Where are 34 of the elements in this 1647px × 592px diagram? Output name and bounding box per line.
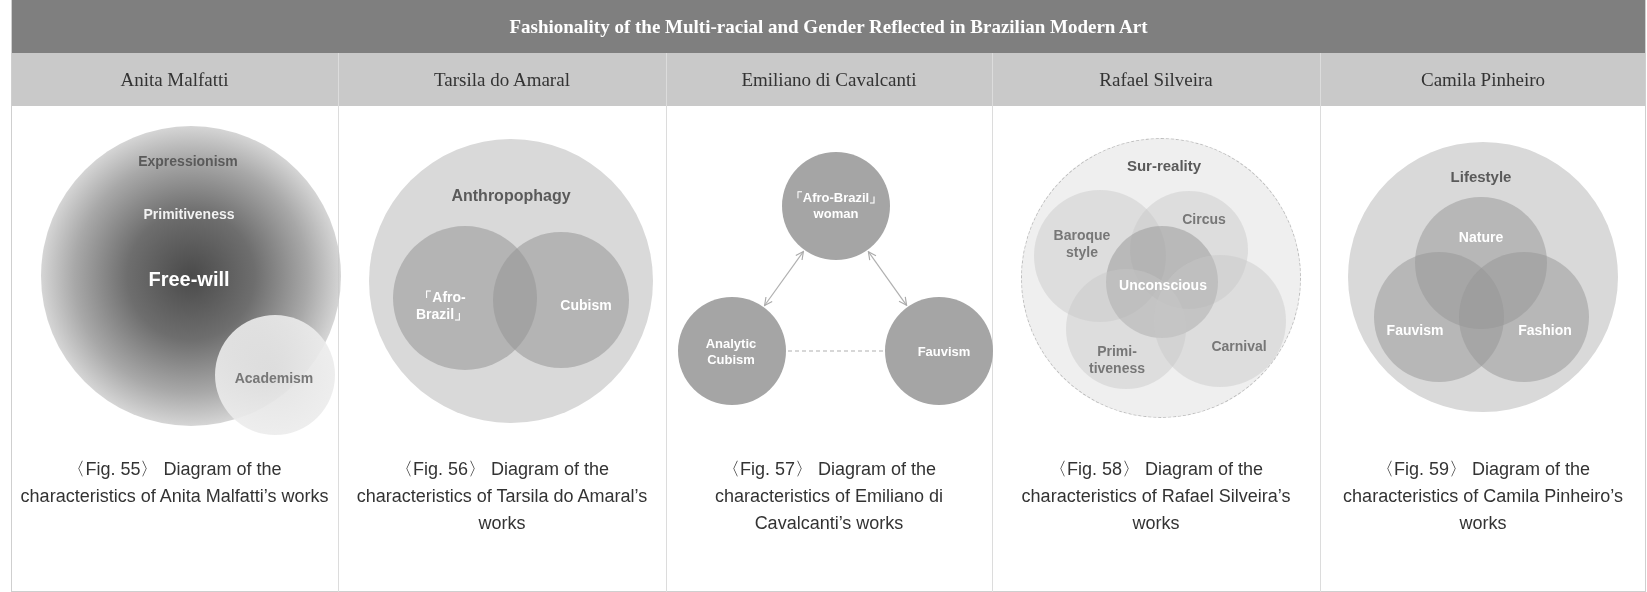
concept-label: Anthropophagy [451, 185, 571, 205]
figure-caption: 〈Fig. 59〉 Diagram of the characteristics of Camila Pinheiro’s works [1342, 458, 1624, 535]
column-header: Tarsila do Amaral [433, 68, 571, 92]
column-header: Emiliano di Cavalcanti [740, 68, 918, 92]
concept-label: Carnival [1211, 337, 1267, 355]
concept-label: Expressionism [138, 152, 238, 170]
concept-label: Circus [1182, 210, 1226, 228]
figure-caption: 〈Fig. 55〉 Diagram of the characteristics of Anita Malfatti’s works [19, 458, 330, 508]
table-title: Fashionality of the Multi-racial and Gender Reflected in Brazilian Modern Art [11, 0, 1646, 53]
double-arrow [764, 250, 804, 307]
column-header: Camila Pinheiro [1420, 68, 1546, 92]
concept-label: Fauvism [1386, 321, 1444, 339]
concept-label: Cubism [560, 296, 612, 314]
concept-label: 「Afro-Brazil」 woman [788, 190, 884, 222]
concept-label: Nature [1458, 228, 1504, 246]
column-header: Rafael Silveira [1098, 68, 1214, 92]
concept-label: Primitiveness [143, 205, 235, 223]
concept-label: Fashion [1518, 321, 1572, 339]
concept-label: Fauvism [917, 344, 971, 360]
concept-label: Baroque style [1052, 227, 1112, 261]
connector-line [787, 350, 884, 352]
concept-label: Unconscious [1119, 276, 1207, 294]
concept-label: Sur-reality [1126, 157, 1202, 175]
figure-caption: 〈Fig. 56〉 Diagram of the characteristics of Tarsila do Amaral’s works [355, 458, 649, 535]
concept-label: Academism [234, 369, 314, 387]
concept-label: 「Afro- Brazil」 [414, 289, 470, 323]
concept-label: Free-will [148, 267, 230, 291]
figure-caption: 〈Fig. 58〉 Diagram of the characteristics of Rafael Silveira’s works [1020, 458, 1292, 535]
concept-label: Primi- tiveness [1087, 343, 1146, 377]
concept-label: Analytic Cubism [704, 336, 758, 368]
figure-caption: 〈Fig. 57〉 Diagram of the characteristics of Emiliano di Cavalcanti’s works [713, 458, 945, 535]
double-arrow [867, 251, 908, 306]
column-header: Anita Malfatti [119, 68, 230, 92]
concept-label: Lifestyle [1450, 168, 1512, 186]
